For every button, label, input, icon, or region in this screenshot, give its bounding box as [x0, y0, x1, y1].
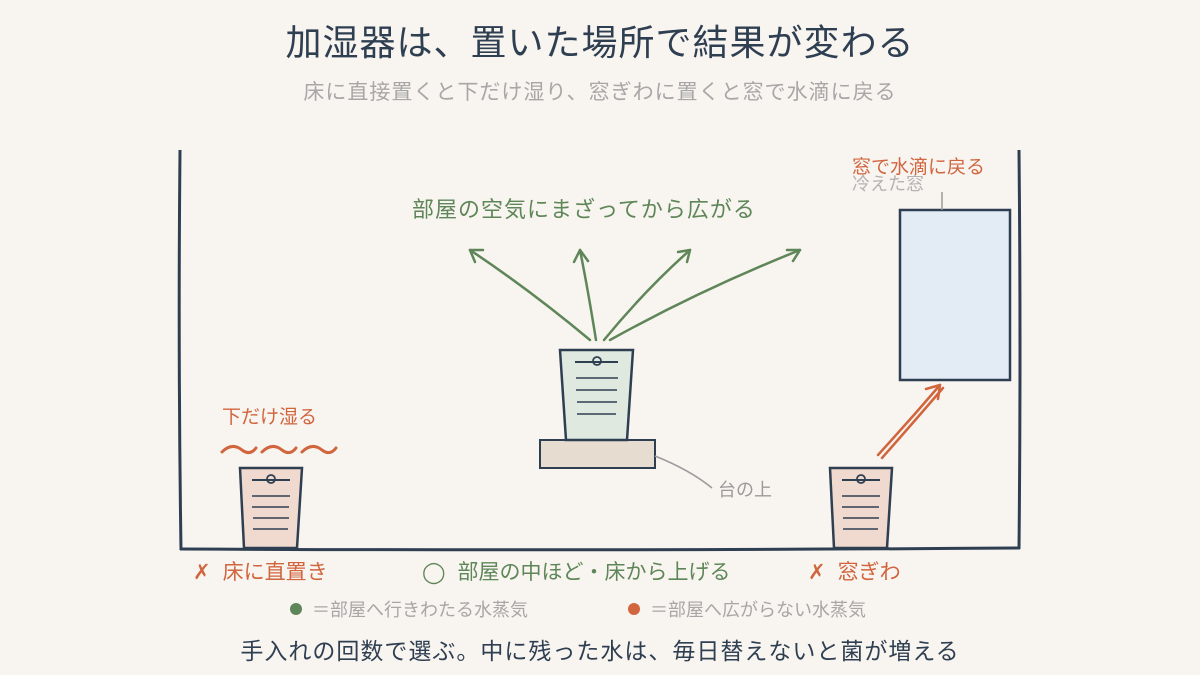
window-label: 窓で水滴に戻る — [852, 156, 986, 178]
floor-label: 下だけ湿る — [222, 406, 318, 428]
legend-item-spread: ＝部屋へ行きわたる水蒸気 — [290, 596, 528, 622]
cross-icon: ✗ — [808, 560, 826, 584]
verdict-floor-label: 床に直置き — [222, 560, 328, 584]
verdict-window-label: 窓ぎわ — [837, 560, 901, 584]
cross-icon: ✗ — [193, 560, 211, 584]
verdict-center: ◯ 部屋の中ほど・床から上げる — [422, 556, 731, 586]
stand-pointer — [654, 455, 713, 489]
spread-heading: 部屋の空気にまざってから広がる — [412, 198, 756, 223]
humidifier-window — [828, 466, 894, 550]
verdict-window: ✗ 窓ぎわ — [808, 556, 901, 586]
verdict-center-label: 部屋の中ほど・床から上げる — [457, 560, 731, 584]
window-sublabel: 冷えた窓 — [852, 174, 924, 195]
room-floor — [179, 546, 1021, 552]
vapor-arrows-spread — [468, 248, 802, 342]
footer-note: 手入れの回数で選ぶ。中に残った水は、毎日替えないと菌が増える — [240, 639, 960, 665]
humidifier-center — [558, 348, 635, 442]
humidifier-floor — [238, 466, 304, 550]
page-subtitle: 床に直接置くと下だけ湿り、窓ぎわに置くと窓で水滴に戻る — [303, 80, 897, 104]
circle-icon: ◯ — [422, 560, 446, 584]
cold-window — [898, 208, 1012, 382]
green-dot-icon — [290, 603, 302, 615]
legend-item-no-spread: ＝部屋へ広がらない水蒸気 — [628, 596, 866, 622]
page-title: 加湿器は、置いた場所で結果が変わる — [285, 23, 915, 64]
room-wall-right — [1017, 149, 1022, 550]
verdict-floor: ✗ 床に直置き — [193, 556, 328, 586]
orange-dot-icon — [628, 603, 640, 615]
vapor-arrow-window — [876, 383, 945, 460]
floor-vapor-squiggles — [220, 445, 338, 455]
legend-no-spread-label: ＝部屋へ広がらない水蒸気 — [650, 600, 866, 621]
legend-spread-label: ＝部屋へ行きわたる水蒸気 — [312, 600, 528, 621]
stand-label: 台の上 — [718, 480, 772, 501]
room-wall-left — [177, 149, 183, 551]
stand — [539, 439, 656, 469]
